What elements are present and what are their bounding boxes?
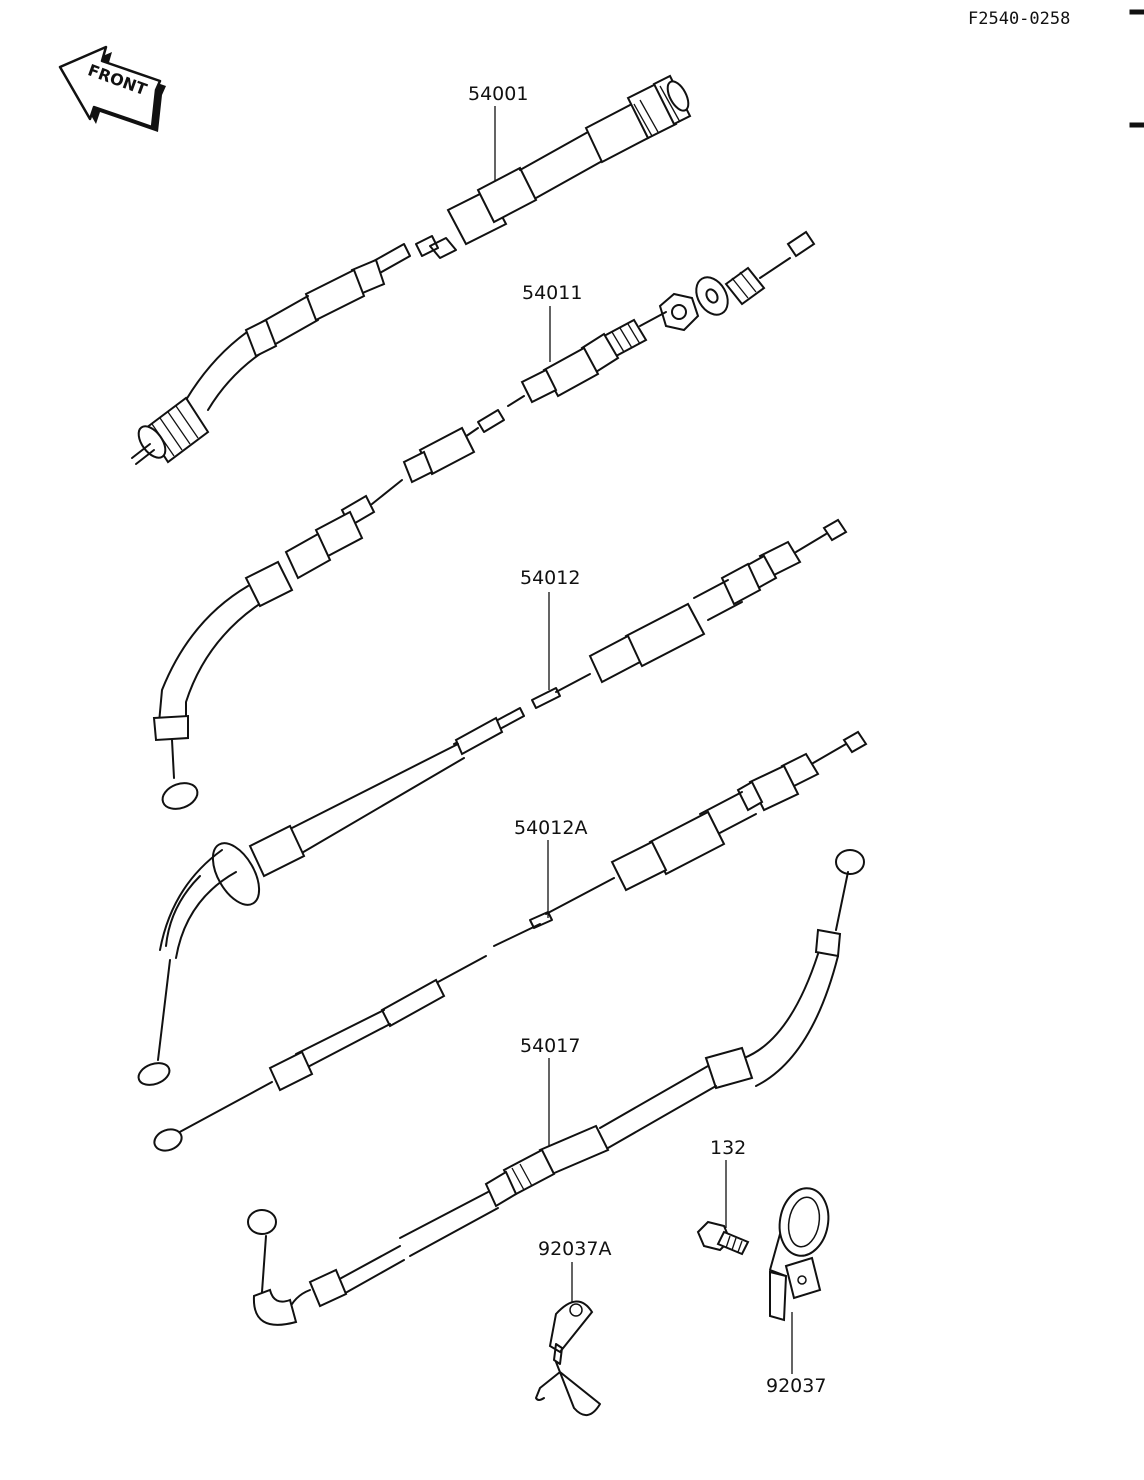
bracket-92037A [535,1262,601,1416]
part-label-92037: 92037 [766,1375,826,1397]
part-label-54012A: 54012A [514,817,587,839]
front-arrow-icon: FRONT [58,45,166,132]
figure-code: F2540-0258 [968,9,1070,29]
cable-54011 [152,230,816,810]
edge-mark-bottom [1129,122,1144,128]
part-label-54011: 54011 [522,282,582,304]
bolt-132 [696,1160,750,1256]
part-label-54001: 54001 [468,83,528,105]
cable-54001 [131,74,692,465]
cable-54012 [137,518,848,1086]
edge-mark-top [1129,9,1144,15]
part-label-92037A: 92037A [538,1238,611,1260]
part-label-54012: 54012 [520,567,580,589]
part-label-132: 132 [710,1137,746,1159]
cable-54012A [153,730,868,1152]
cable-54017 [247,849,865,1326]
part-label-54017: 54017 [520,1035,580,1057]
clamp-92037 [769,1187,830,1374]
